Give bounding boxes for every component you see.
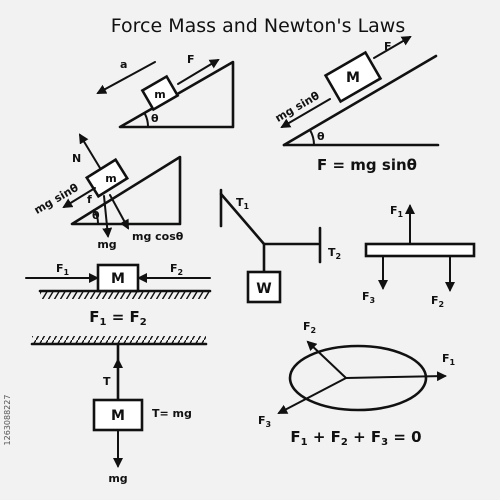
pulley-t2-label: T2 — [328, 246, 341, 261]
horizontal-ground-hatch — [40, 291, 210, 299]
hanging-mass-label: M — [111, 408, 125, 424]
ellipse-f1-label: F1 — [442, 352, 456, 367]
ellipse-f2-arrow — [306, 340, 347, 379]
incline-2: M F mg sinθ θ F = mg sinθ — [273, 35, 440, 174]
horizontal-f1-label: F1 — [56, 262, 70, 277]
horizontal-mass-label: M — [111, 271, 125, 287]
incline-2-equation: F = mg sinθ — [317, 156, 417, 174]
incline-1: m F a θ — [96, 53, 235, 129]
hanging-system: T M T= mg mg — [30, 336, 208, 485]
ellipse-f3-label: F3 — [258, 414, 271, 429]
incline-2-angle-label: θ — [317, 130, 325, 143]
incline-1-block — [140, 74, 180, 112]
incline-3-mass-label: m — [105, 172, 116, 185]
incline-3-block — [84, 157, 130, 199]
incline-1-angle-label: θ — [151, 112, 159, 125]
incline-3-weight-label: mg — [97, 238, 116, 251]
ellipse-body — [288, 344, 428, 412]
ellipse-equation: F1 + F2 + F3 = 0 — [290, 428, 421, 448]
incline-3-angle-arc — [93, 209, 99, 225]
incline-3-friction-label: f — [87, 193, 92, 206]
incline-3-parallel-arrow — [62, 187, 96, 209]
hanging-equation: T= mg — [152, 407, 192, 420]
beam-f3-label: F3 — [362, 290, 375, 305]
incline-2-block — [323, 50, 383, 104]
page-title: Force Mass and Newton's Laws — [111, 15, 406, 37]
incline-2-component-arrow — [280, 98, 331, 129]
incline-1-accel-label: a — [120, 58, 127, 71]
ellipse-system: F1 F2 F3 F1 + F2 + F3 = 0 — [258, 320, 456, 448]
pulley-weight-box — [246, 270, 282, 304]
incline-2-angle-arc — [309, 129, 316, 146]
beam-f1-label: F1 — [390, 204, 404, 219]
incline-2-force-label: F — [384, 40, 392, 53]
beam-system: F1 F3 F2 — [362, 204, 476, 309]
ellipse-f3-arrow — [277, 377, 347, 414]
incline-3-triangle — [70, 155, 182, 226]
incline-3-weight-arrow — [102, 195, 113, 238]
ellipse-f2-label: F2 — [303, 320, 316, 335]
hanging-tension-label: T — [103, 375, 111, 388]
horizontal-block — [96, 263, 140, 293]
hanging-weight-label: mg — [108, 472, 127, 485]
ellipse-f1-arrow — [345, 371, 447, 382]
incline-1-mass-label: m — [154, 88, 165, 101]
pulley-weight-label: W — [256, 281, 271, 297]
incline-2-mass-label: M — [346, 70, 360, 86]
beam-bar — [364, 242, 476, 258]
incline-2-force-arrow — [373, 35, 412, 59]
incline-1-angle-arc — [144, 113, 150, 128]
incline-3-parallel-label: mg sinθ — [32, 181, 81, 217]
beam-f2-label: F2 — [431, 294, 444, 309]
incline-1-force-arrow — [177, 58, 220, 85]
pulley-system: W T1 T2 — [219, 188, 341, 304]
pulley-t1-label: T1 — [236, 196, 250, 211]
pulley-rope-t1 — [219, 192, 266, 246]
incline-3-perpendicular-label: mg cosθ — [132, 230, 184, 243]
incline-3: m N mg sinθ mg mg cosθ f θ — [32, 133, 184, 251]
incline-3-angle-label: θ — [92, 209, 100, 222]
incline-3-perpendicular-arrow — [109, 194, 129, 230]
incline-1-force-label: F — [187, 53, 195, 66]
incline-1-accel-arrow — [96, 61, 156, 94]
incline-3-normal-arrow — [78, 133, 101, 169]
horizontal-equation: F1 = F2 — [89, 308, 146, 328]
incline-3-normal-label: N — [72, 152, 81, 165]
hanging-ceiling-hatch — [32, 336, 206, 344]
horizontal-system: M F1 F2 F1 = F2 — [25, 262, 212, 328]
watermark-id: 1263088227 — [3, 395, 12, 446]
horizontal-f2-label: F2 — [170, 262, 183, 277]
